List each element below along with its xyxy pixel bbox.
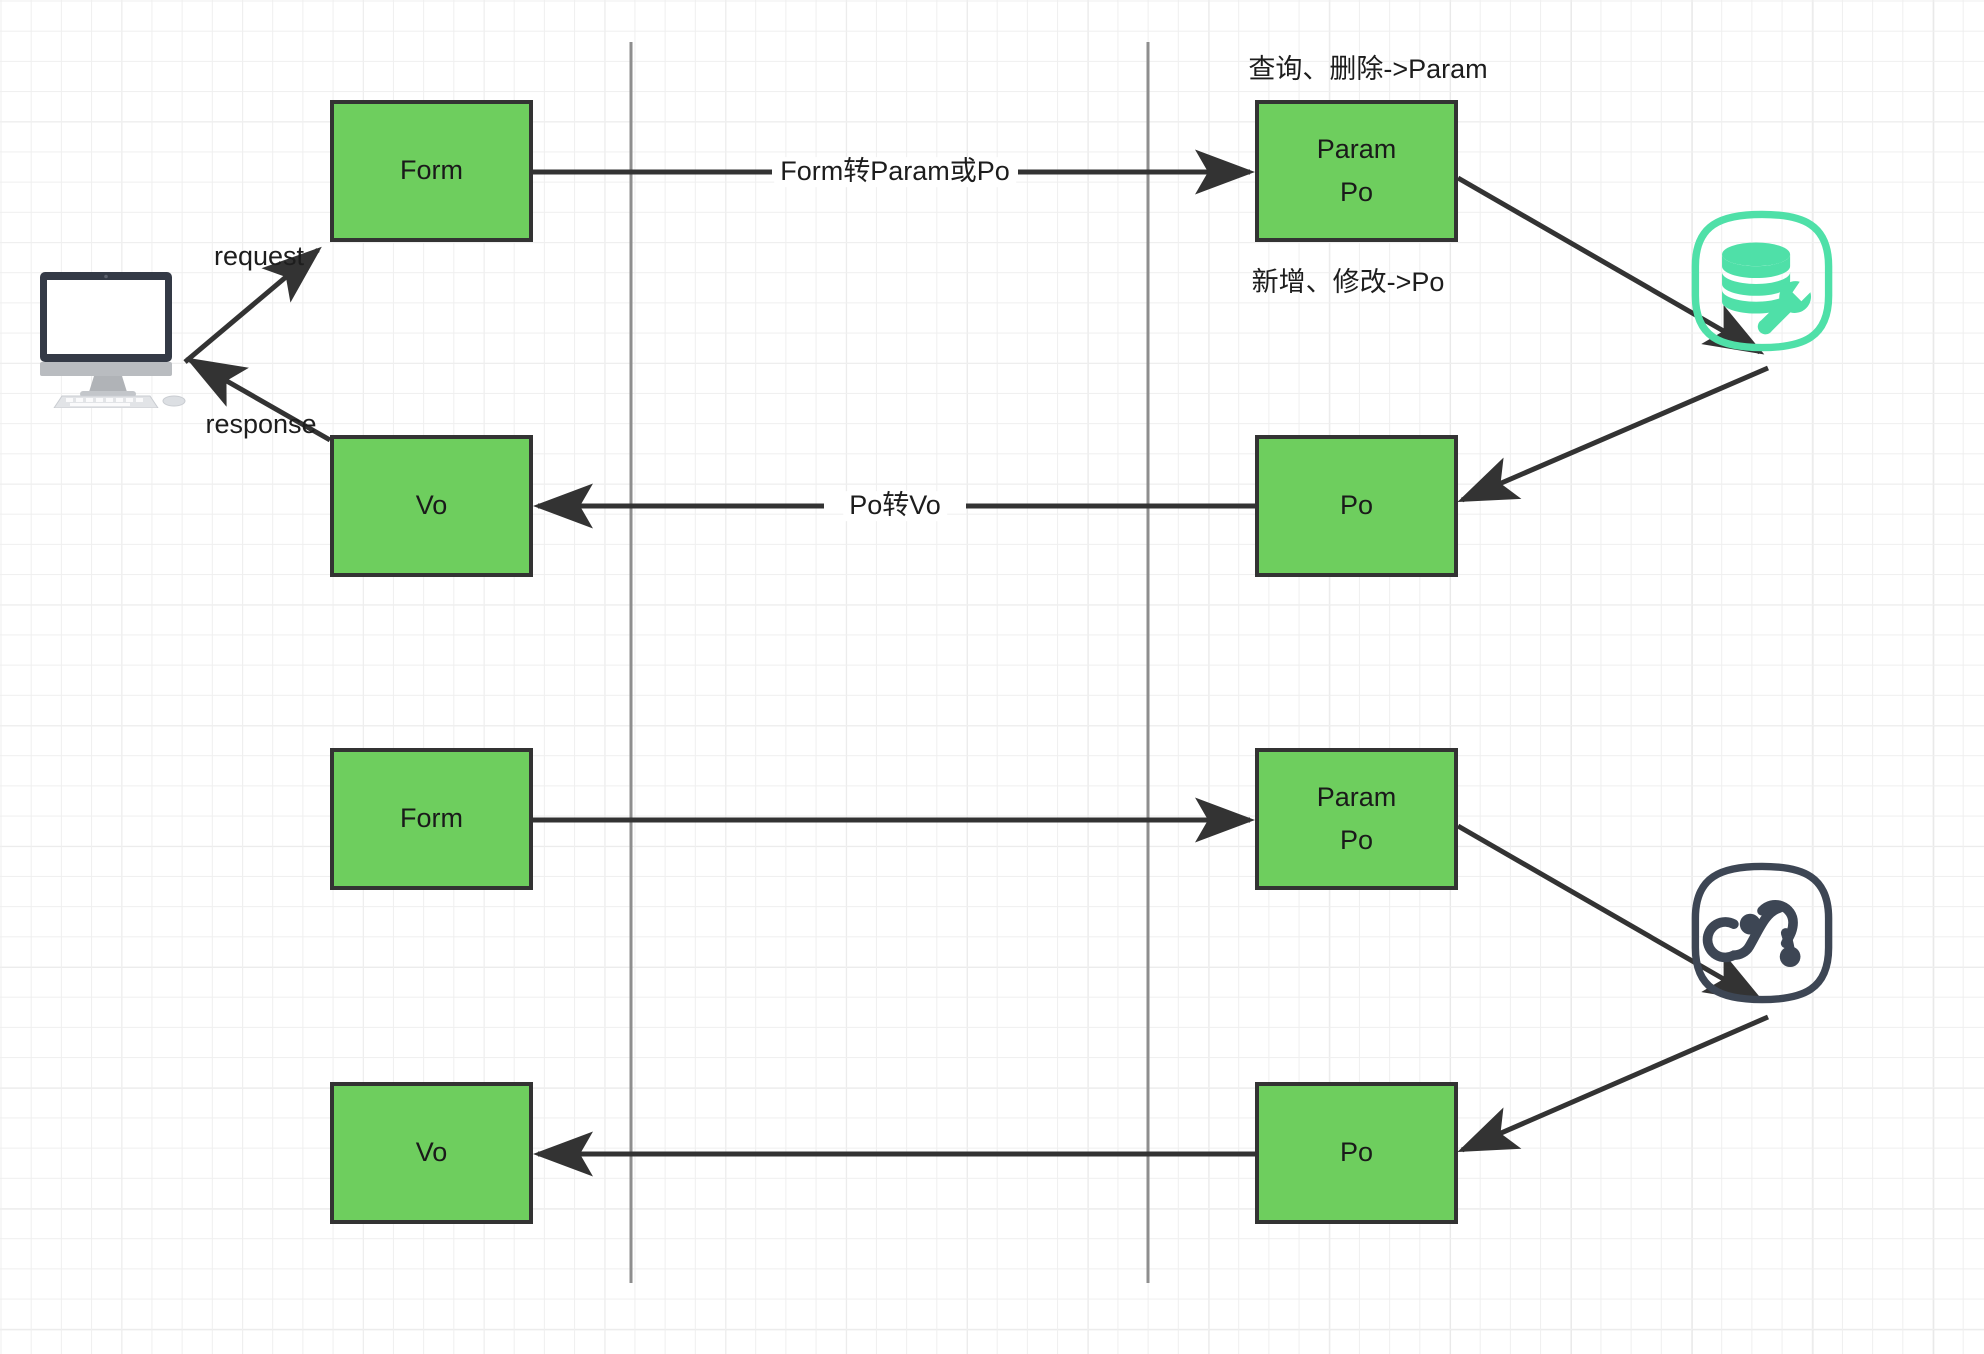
edge-database-to-po <box>1457 365 1769 503</box>
node-label: Vo <box>415 490 448 521</box>
node-form-top[interactable]: Form <box>330 100 533 242</box>
edge-label-po-to-vo: Po转Vo <box>843 490 947 521</box>
node-label: Po <box>1339 1137 1374 1168</box>
node-label-secondary: Po <box>1339 824 1374 855</box>
node-form-bottom[interactable]: Form <box>330 748 533 890</box>
node-vo-bottom[interactable]: Vo <box>330 1082 533 1224</box>
cloud-service-icon[interactable] <box>1688 859 1836 1007</box>
annotation-insert-update-po: 新增、修改->Po <box>1251 267 1445 298</box>
desktop-computer-icon <box>40 272 186 408</box>
edge-label-form-to-param: Form转Param或Po <box>774 156 1016 187</box>
node-label: Form <box>400 803 463 834</box>
node-label-secondary: Po <box>1339 176 1374 207</box>
database-with-wrench-icon[interactable] <box>1688 207 1836 355</box>
node-param-po-bottom[interactable]: Param Po <box>1255 748 1458 890</box>
node-vo-top[interactable]: Vo <box>330 435 533 577</box>
edge-label-response: response <box>205 409 317 440</box>
edge-service-to-po <box>1457 1014 1769 1153</box>
node-po-top[interactable]: Po <box>1255 435 1458 577</box>
annotation-query-delete-param: 查询、删除->Param <box>1248 54 1488 85</box>
node-param-po-top[interactable]: Param Po <box>1255 100 1458 242</box>
node-label: Vo <box>415 1137 448 1168</box>
node-label: Po <box>1339 490 1374 521</box>
edge-label-request: request <box>213 241 305 272</box>
node-po-bottom[interactable]: Po <box>1255 1082 1458 1224</box>
node-label-primary: Param <box>1316 781 1397 812</box>
node-label-primary: Param <box>1316 133 1397 164</box>
node-label: Form <box>400 155 463 186</box>
